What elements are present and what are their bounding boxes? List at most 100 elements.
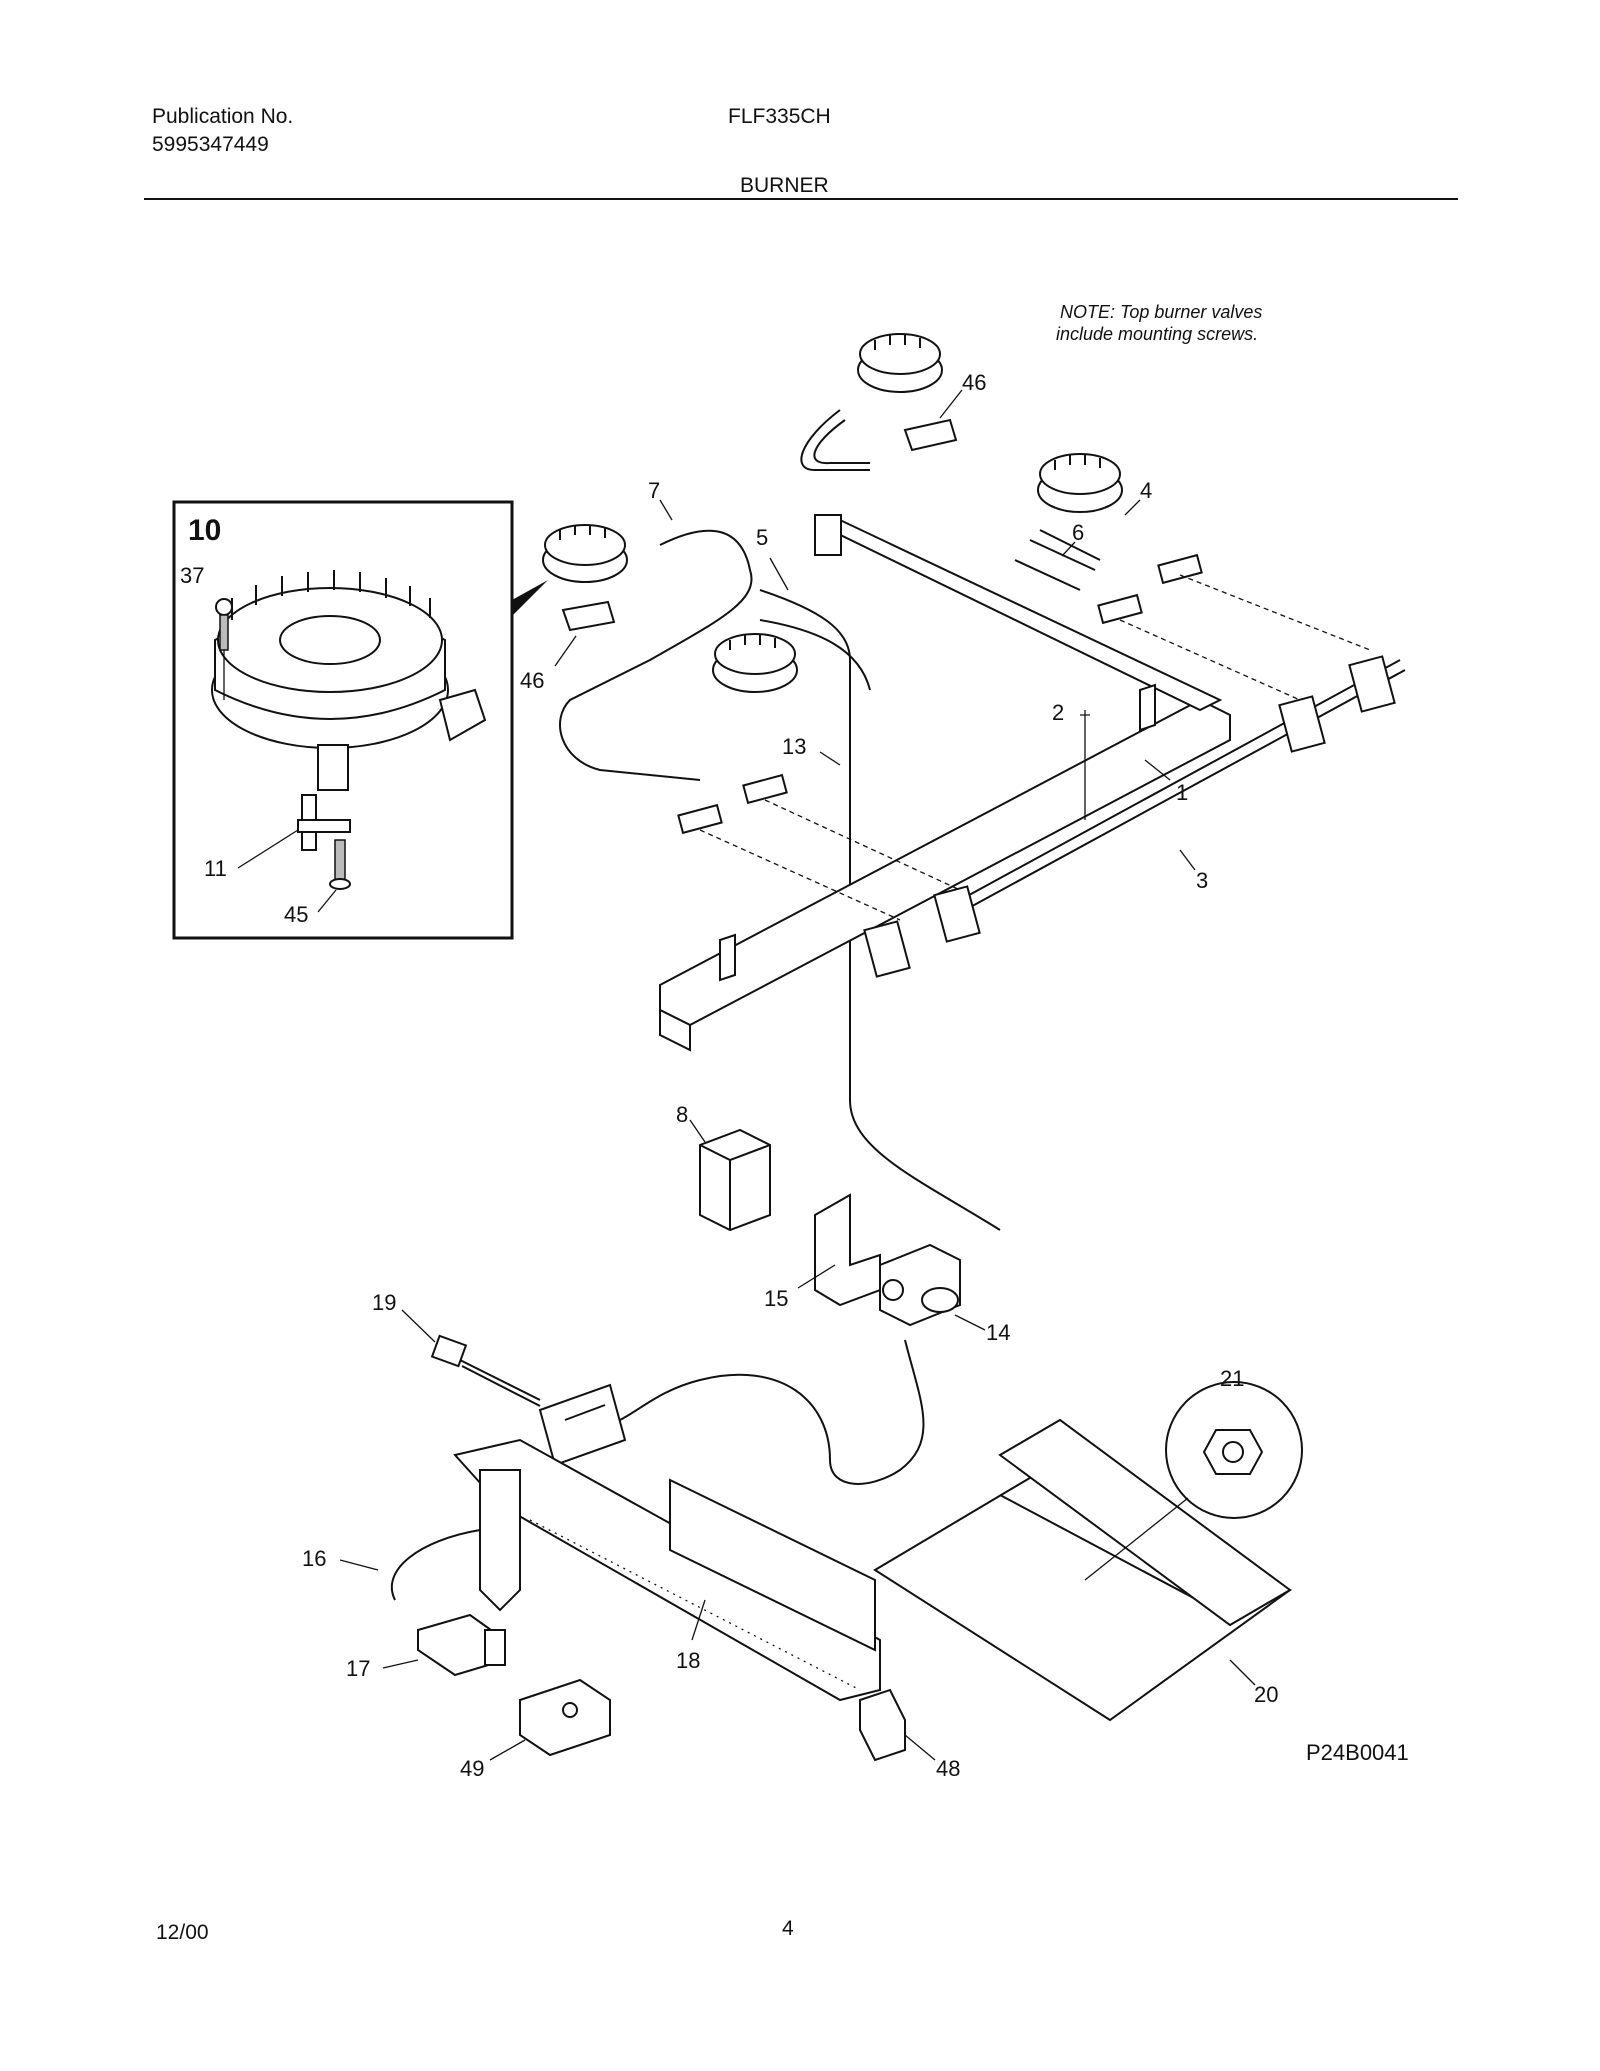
leader-46-rear xyxy=(939,389,963,419)
screw-45-head xyxy=(329,878,351,890)
leader-3 xyxy=(1179,849,1196,871)
callout-37: 37 xyxy=(180,563,204,588)
burner-head-rear-right xyxy=(857,333,943,393)
ignitor-switches xyxy=(863,655,1396,978)
callout-46-rear: 46 xyxy=(962,370,986,395)
burner-head-front-left xyxy=(712,633,798,693)
callout-45: 45 xyxy=(284,902,308,927)
tube-7 xyxy=(559,529,753,781)
callout-49: 49 xyxy=(460,1756,484,1781)
leader-49 xyxy=(489,1739,526,1761)
tube-4 xyxy=(1029,529,1101,571)
bracket-15 xyxy=(814,1193,881,1307)
leader-17 xyxy=(382,1659,419,1669)
part-8-module xyxy=(699,1128,771,1232)
note-line-1: NOTE: Top burner valves xyxy=(1060,302,1262,322)
tube-rear-burner xyxy=(800,409,870,471)
burner-base-neck xyxy=(317,744,349,791)
leader-19 xyxy=(401,1309,436,1343)
callout-46-front: 46 xyxy=(520,668,544,693)
burner-mixer xyxy=(479,1469,521,1612)
nut-21-hole xyxy=(1222,1441,1244,1463)
leader-21 xyxy=(1084,1497,1189,1581)
bracket-49 xyxy=(519,1678,611,1757)
leader-4 xyxy=(1124,499,1141,516)
callout-3: 3 xyxy=(1196,868,1208,893)
screw-37-head xyxy=(215,598,233,616)
callout-14: 14 xyxy=(986,1320,1010,1345)
note-line-2: include mounting screws. xyxy=(1056,324,1258,344)
bracket-2-lines xyxy=(1080,710,1090,820)
bracket-48 xyxy=(859,1688,906,1762)
manifold-pipe-1 xyxy=(659,698,1231,1027)
callout-16: 16 xyxy=(302,1546,326,1571)
pressure-regulator-14 xyxy=(879,1243,961,1327)
leader-7 xyxy=(659,499,673,521)
oven-supply-tube xyxy=(619,1339,925,1485)
tube-5 xyxy=(759,619,871,691)
alignment-lines xyxy=(699,574,1371,921)
leader-11 xyxy=(237,829,299,869)
section-title: BURNER xyxy=(740,174,829,197)
burner-head-rear-left xyxy=(542,524,628,583)
callout-15: 15 xyxy=(764,1286,788,1311)
callout-8: 8 xyxy=(676,1102,688,1127)
callout-48: 48 xyxy=(936,1756,960,1781)
leader-48 xyxy=(904,1734,936,1761)
callout-20: 20 xyxy=(1254,1682,1278,1707)
manifold-rear-rail xyxy=(817,518,1223,712)
burner-valves xyxy=(677,553,1203,835)
leader-15 xyxy=(797,1264,836,1289)
publication-number: 5995347449 xyxy=(152,133,269,156)
tube-13 xyxy=(759,589,1001,1231)
screw-37-shank xyxy=(219,614,229,651)
callout-2: 2 xyxy=(1052,700,1064,725)
leader-1 xyxy=(1144,759,1171,781)
screw-45-shank xyxy=(334,839,346,881)
tube-16 xyxy=(390,1529,481,1601)
manifold-bracket-rear xyxy=(1139,683,1156,732)
inset-label: 10 xyxy=(188,514,221,547)
callout-4: 4 xyxy=(1140,478,1152,503)
callout-5: 5 xyxy=(756,525,768,550)
callout-17: 17 xyxy=(346,1656,370,1681)
burner-head-front-right xyxy=(1037,453,1123,513)
leader-46-front xyxy=(554,635,577,667)
bracket-46-front xyxy=(561,600,616,632)
publication-label: Publication No. xyxy=(152,105,294,128)
manifold-end xyxy=(659,1008,691,1052)
callout-13: 13 xyxy=(782,734,806,759)
leader-20 xyxy=(1229,1659,1256,1686)
leader-8 xyxy=(689,1119,706,1143)
burner-base-port xyxy=(279,615,381,665)
leader-45 xyxy=(317,889,337,913)
leader-16 xyxy=(339,1559,379,1571)
callout-6: 6 xyxy=(1072,520,1084,545)
callout-18: 18 xyxy=(676,1648,700,1673)
callout-11: 11 xyxy=(204,856,227,881)
oven-burner-ports xyxy=(529,1519,861,1691)
leader-18 xyxy=(691,1599,706,1641)
electrode-11-bracket xyxy=(297,819,351,833)
oven-burner-baffle xyxy=(669,1478,876,1652)
leader-5 xyxy=(769,557,789,591)
inset-pointer xyxy=(512,580,548,616)
top-burner-heads xyxy=(542,333,1123,693)
header-rule xyxy=(144,198,1458,200)
callout-7: 7 xyxy=(648,478,660,503)
diagram-code: P24B0041 xyxy=(1306,1740,1409,1765)
tube-6 xyxy=(1014,559,1081,591)
wire-harness-3 xyxy=(959,659,1406,911)
bracket-46-rear xyxy=(903,418,958,452)
manifold-bracket-front xyxy=(719,933,736,982)
leader-13 xyxy=(819,751,841,766)
footer-page-number: 4 xyxy=(782,1917,794,1940)
footer-date: 12/00 xyxy=(156,1921,209,1944)
manifold-cap xyxy=(814,514,842,556)
bracket-49-hole xyxy=(562,1702,578,1718)
leader-14 xyxy=(954,1314,986,1331)
ignitor-connector xyxy=(484,1629,506,1666)
baffle-20-back xyxy=(998,1418,1292,1627)
leader-6 xyxy=(1061,541,1076,557)
